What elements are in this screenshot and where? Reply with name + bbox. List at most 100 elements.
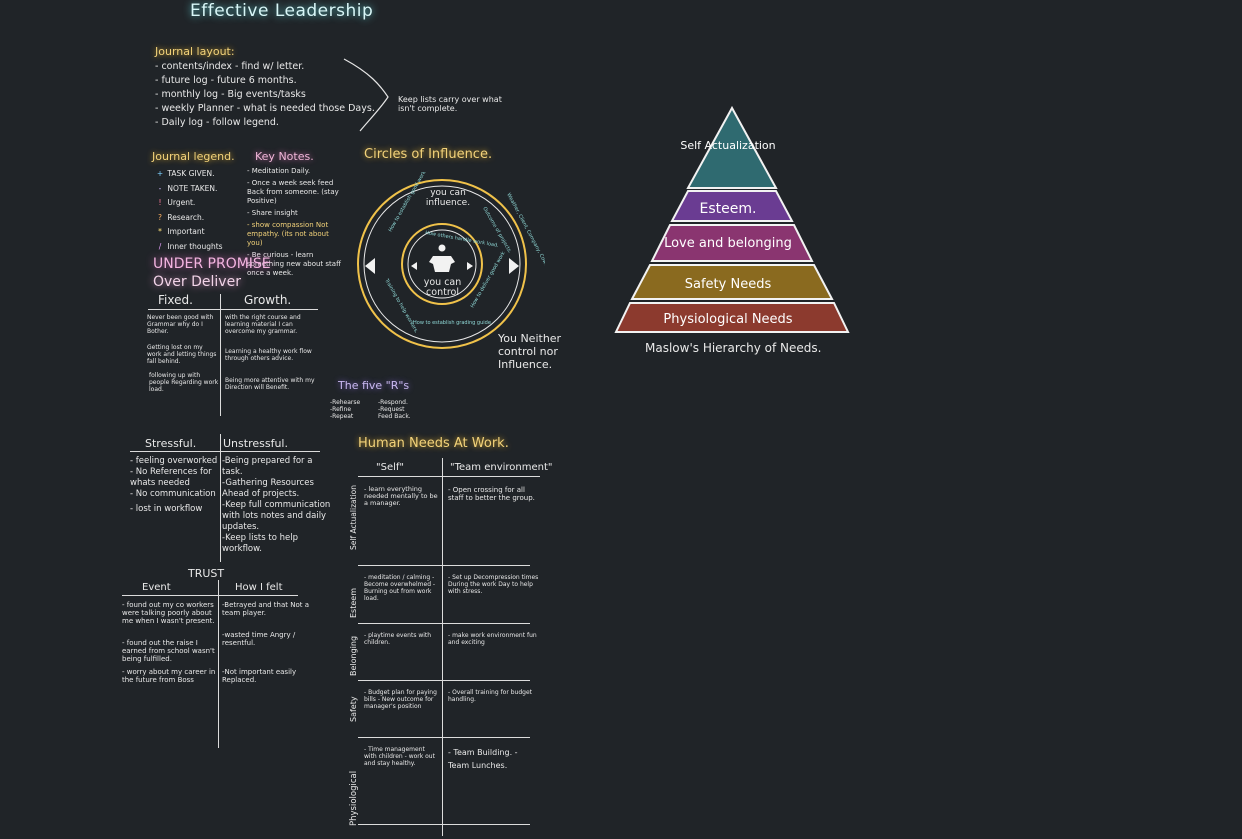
page-title: Effective Leadership (190, 1, 374, 21)
growth-cell: Learning a healthy work flow through oth… (225, 348, 312, 362)
trust-felt-cell: -Not important easily Replaced. (222, 668, 297, 684)
list-item: -Rehearse (330, 399, 361, 406)
legend-item: - NOTE TAKEN. (155, 182, 223, 197)
self-cell: - playtime events with children. (364, 632, 432, 646)
journal-layout-heading: Journal layout: (155, 45, 235, 58)
list-item: - No communication (130, 489, 216, 499)
journal-layout-list: - contents/index - find w/ letter. - fut… (155, 60, 375, 130)
five-rs-heading: The five "R"s (338, 379, 410, 392)
list-item: - Daily log - follow legend. (155, 117, 279, 128)
self-cell: - Time management with children - work o… (364, 746, 435, 767)
human-needs-heading: Human Needs At Work. (358, 436, 509, 451)
list-item: - feeling overworked (130, 456, 218, 466)
svg-text:How to deliver good work: How to deliver good work (470, 251, 507, 309)
team-header: "Team environment" (450, 462, 553, 473)
divider (130, 451, 320, 452)
pyramid-level-love: Love and belonging (664, 236, 792, 251)
team-cell: - make work environment fun and exciting (448, 632, 537, 646)
fixed-cell: Getting lost on my work and letting thin… (147, 344, 217, 365)
team-cell: - Team Building. - Team Lunches. (448, 748, 518, 770)
list-item: -Repeat (330, 413, 354, 420)
legend-item: + TASK GIVEN. (155, 167, 223, 182)
can-control-label: you can control (423, 277, 462, 298)
list-item: - No References for whats needed (130, 467, 212, 488)
list-item: - contents/index - find w/ letter. (155, 61, 305, 72)
circles-diagram: How to establish good work habits. How o… (357, 172, 545, 349)
growth-cell: with the right course and learning mater… (225, 314, 301, 335)
list-item: - Be curious - learn something new about… (247, 251, 341, 277)
row-label: Safety (349, 696, 358, 722)
motto-line2: Over Deliver (153, 274, 241, 290)
legend-label: Important (167, 227, 205, 236)
legend-label: Urgent. (167, 198, 196, 207)
divider (220, 434, 221, 562)
pyramid-level-physiological: Physiological Needs (663, 312, 793, 327)
journal-legend-heading: Journal legend. (152, 150, 235, 163)
divider (220, 294, 221, 416)
journal-legend-list: + TASK GIVEN. - NOTE TAKEN. ! Urgent. ? … (155, 167, 223, 254)
divider (358, 623, 530, 624)
trust-event-cell: - found out my co workers were talking p… (122, 601, 215, 625)
list-item: - Share insight (247, 209, 298, 217)
legend-mark: ! (158, 198, 162, 207)
legend-mark: + (156, 169, 164, 178)
list-item: -Refine (330, 406, 352, 413)
divider (442, 458, 443, 836)
divider (218, 580, 219, 748)
self-cell: - learn everything needed mentally to be… (364, 485, 438, 507)
list-item: -Request (378, 406, 405, 413)
list-item: - Meditation Daily. (247, 167, 311, 175)
legend-item: ! Urgent. (155, 196, 223, 211)
list-item: -Keep lists to help workflow. (222, 533, 298, 554)
legend-item: ? Research. (155, 211, 223, 226)
svg-text:How to establish grading guide: How to establish grading guide. (413, 320, 493, 326)
legend-label: Inner thoughts (167, 241, 223, 251)
list-item: -Respond. (378, 399, 408, 406)
five-rs-col2: -Respond. -Request Feed Back. (378, 399, 411, 420)
legend-mark: * (158, 227, 162, 236)
legend-item: * Important (155, 225, 223, 240)
row-label: Self Actualization (349, 485, 358, 550)
svg-text:Training to help workers.: Training to help workers. (383, 277, 420, 335)
unstressful-list: -Being prepared for a task. -Gathering R… (222, 456, 334, 555)
stressful-header: Stressful. (145, 437, 197, 450)
divider (358, 824, 530, 825)
fixed-cell: following up with people Regarding work … (149, 372, 219, 393)
list-item: - show compassion Not empathy. (its not … (247, 221, 329, 247)
self-cell: - Budget plan for paying bills - New out… (364, 689, 437, 710)
growth-cell: Being more attentive with my Direction w… (225, 377, 315, 391)
team-cell: - Set up Decompression times During the … (448, 574, 539, 595)
divider (148, 309, 318, 310)
fixed-header: Fixed. (158, 293, 193, 307)
bracket-icon (343, 58, 389, 132)
can-influence-label: you can influence. (425, 188, 471, 208)
key-notes-list: - Meditation Daily. - Once a week seek f… (247, 167, 342, 278)
divider (122, 595, 298, 596)
pyramid-level-self-actualization: Self Actualization (680, 139, 776, 152)
trust-event-cell: - found out the raise I earned from scho… (122, 639, 215, 663)
event-header: Event (142, 582, 171, 593)
list-item: Feed Back. (378, 413, 411, 420)
key-notes-heading: Key Notes. (255, 150, 314, 163)
team-cell: - Open crossing for all staff to better … (448, 486, 535, 502)
divider (358, 476, 540, 477)
motto-line1: UNDER PROMISE (153, 256, 271, 272)
pyramid-level-esteem: Esteem. (699, 201, 757, 217)
row-label: Belonging (349, 635, 358, 676)
legend-mark: ? (158, 212, 162, 222)
circles-heading: Circles of Influence. (364, 147, 493, 162)
carry-over-note: Keep lists carry over what isn't complet… (398, 95, 502, 113)
divider (358, 737, 530, 738)
neither-label: You Neither control nor Influence. (498, 332, 562, 371)
trust-felt-cell: -wasted time Angry / resentful. (222, 631, 296, 647)
list-item: -Gathering Resources Ahead of projects. (222, 478, 314, 499)
fixed-cell: Never been good with Grammar why do I Bo… (147, 314, 214, 335)
self-cell: - meditation / calming - Become overwhel… (364, 574, 436, 602)
team-cell: - Overall training for budget handling. (448, 689, 533, 703)
trust-event-cell: - worry about my career in the future fr… (122, 668, 216, 684)
list-item: - weekly Planner - what is needed those … (155, 103, 375, 114)
legend-mark: - (158, 183, 162, 193)
list-item: - monthly log - Big events/tasks (155, 89, 306, 100)
growth-header: Growth. (244, 293, 292, 307)
list-item: - lost in workflow (130, 504, 203, 514)
